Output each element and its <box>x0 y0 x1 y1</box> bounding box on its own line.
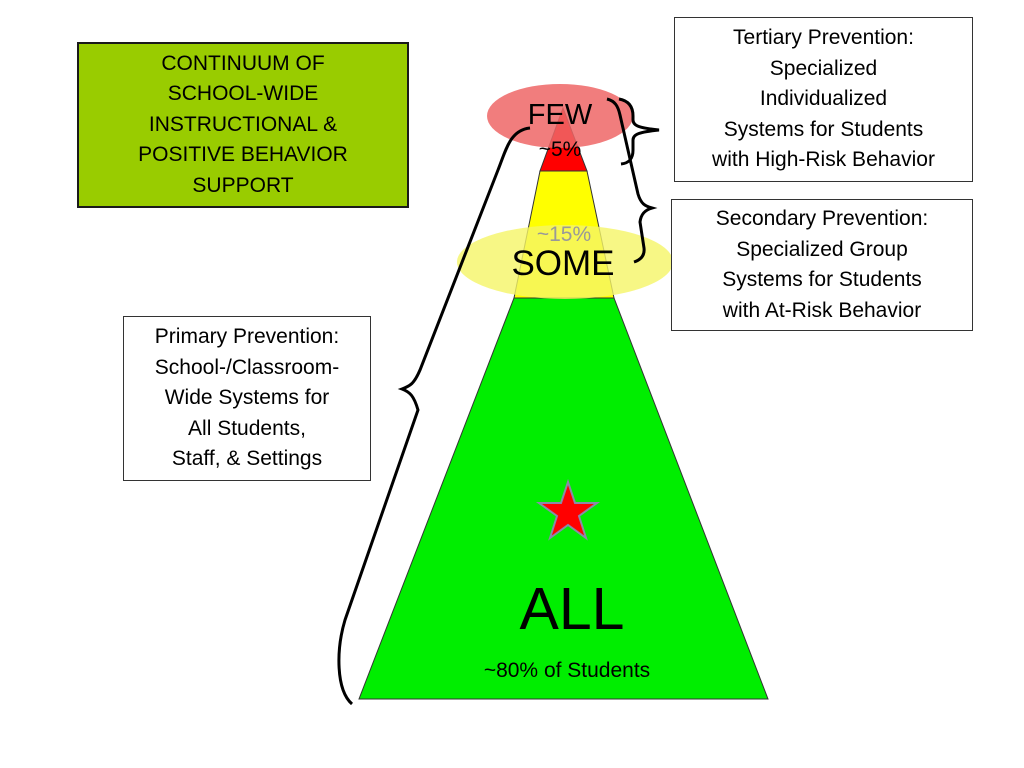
primary-prevention-box: Primary Prevention: School-/Classroom- W… <box>123 316 371 481</box>
few-percent: ~5% <box>538 138 582 161</box>
continuum-title-box: CONTINUUM OF SCHOOL-WIDE INSTRUCTIONAL &… <box>77 42 409 208</box>
few-label: FEW <box>527 99 593 131</box>
some-label: SOME <box>511 244 615 283</box>
few-highlight-ellipse <box>487 84 633 148</box>
all-label: ALL <box>519 576 625 642</box>
tertiary-brace <box>618 97 660 166</box>
secondary-brace <box>606 97 658 264</box>
primary-brace <box>337 126 531 706</box>
some-highlight-ellipse <box>457 225 673 299</box>
red-star-icon <box>535 478 601 541</box>
secondary-prevention-box: Secondary Prevention: Specialized Group … <box>671 199 973 331</box>
all-percent: ~80% of Students <box>483 659 651 682</box>
tertiary-prevention-box: Tertiary Prevention: Specialized Individ… <box>674 17 973 182</box>
some-percent: ~15% <box>536 223 592 246</box>
